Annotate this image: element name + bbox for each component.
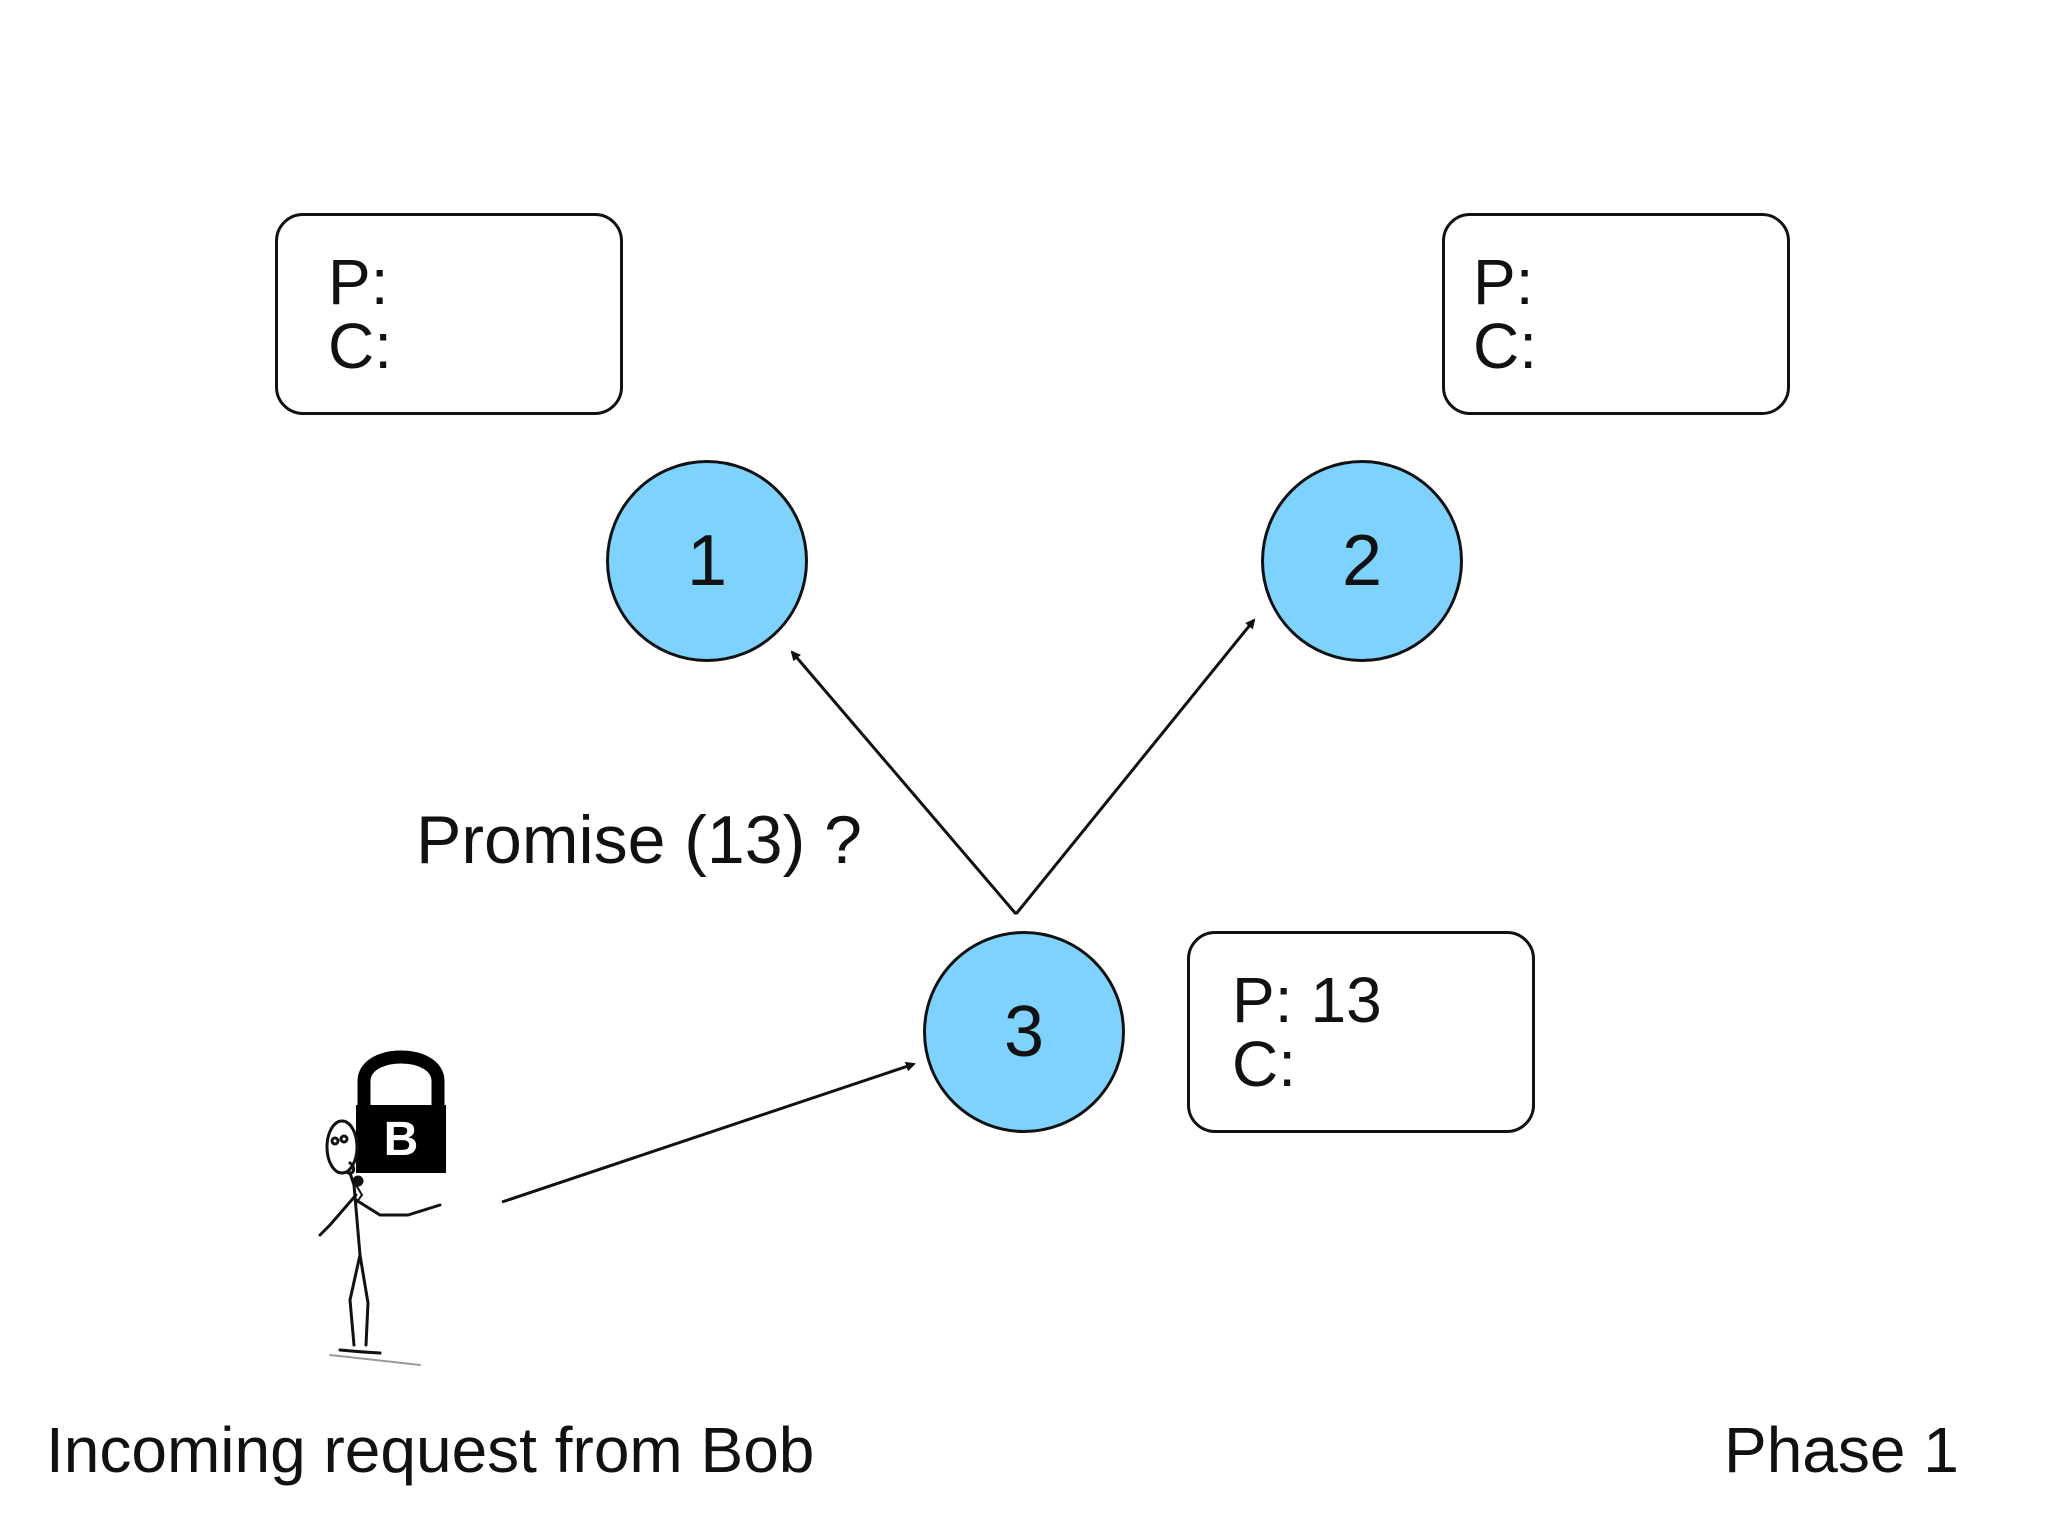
- node-2: 2: [1261, 460, 1463, 662]
- commit-row: C:: [1473, 314, 1555, 378]
- message-label: Promise (13) ?: [416, 802, 862, 878]
- caption-right: Phase 1: [1724, 1414, 1959, 1486]
- state-box-node3: P:13 C:: [1187, 931, 1535, 1133]
- promise-label: P:: [1473, 246, 1534, 318]
- state-box-node2: P: C:: [1442, 213, 1790, 415]
- node-1: 1: [606, 460, 808, 662]
- promise-row: P:: [1473, 250, 1551, 314]
- commit-row: C:: [328, 314, 410, 378]
- stick-figure-icon: [318, 1119, 442, 1366]
- commit-row: C:: [1232, 1032, 1314, 1096]
- lock-letter: B: [384, 1113, 419, 1166]
- padlock-icon: B: [356, 1050, 446, 1173]
- commit-label: C:: [328, 310, 392, 382]
- arrow-client-to-node3: [501, 1061, 916, 1204]
- commit-label: C:: [1232, 1028, 1296, 1100]
- promise-value: 13: [1310, 964, 1382, 1036]
- client-bob-icon: B: [318, 1050, 446, 1366]
- node-3: 3: [923, 931, 1125, 1133]
- promise-row: P:13: [1232, 968, 1382, 1032]
- caption-left: Incoming request from Bob: [46, 1414, 815, 1486]
- commit-label: C:: [1473, 310, 1537, 382]
- promise-label: P:: [1232, 964, 1293, 1036]
- promise-label: P:: [328, 246, 389, 318]
- state-box-node1: P: C:: [275, 213, 623, 415]
- arrow-node3-to-node2: [1014, 618, 1256, 915]
- arrow-node3-to-node1: [790, 650, 1018, 915]
- promise-row: P:: [328, 250, 406, 314]
